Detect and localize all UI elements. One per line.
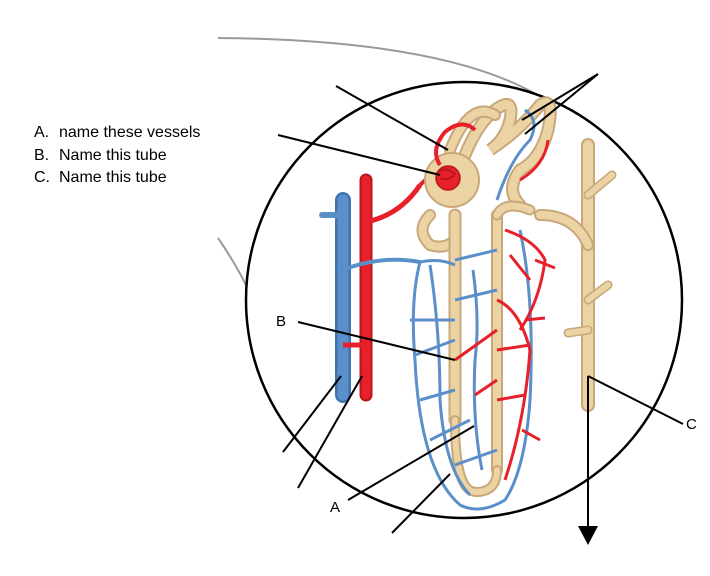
legend-text-a: name these vessels xyxy=(59,124,201,141)
label-a: A xyxy=(330,499,341,516)
pointer-line-4 xyxy=(524,73,599,135)
renal-tubule xyxy=(416,96,557,498)
legend-letter-b: B. xyxy=(34,146,50,164)
pointer-line-3 xyxy=(521,73,599,121)
pointer-line-1 xyxy=(335,85,449,151)
pointer-line-5 xyxy=(282,375,342,453)
pointer-line-7 xyxy=(391,473,451,534)
collecting-duct xyxy=(534,138,617,412)
pointer-lines xyxy=(277,73,684,534)
pointer-line-2 xyxy=(277,134,441,176)
pointer-line-b xyxy=(297,321,456,361)
legend-letter-a: A. xyxy=(34,124,50,141)
pointer-line-c xyxy=(587,375,684,425)
label-b: B xyxy=(276,313,287,330)
glomerulus xyxy=(424,122,480,208)
pointer-line-a xyxy=(347,425,475,501)
legend-item-a: A. name these vessels xyxy=(34,122,200,145)
pointer-line-6 xyxy=(297,375,363,489)
legend-item-c: C. Name this tube xyxy=(34,167,200,190)
legend-text-b: Name this tube xyxy=(59,146,167,164)
question-legend: A. name these vessels B. Name this tube C.… xyxy=(34,122,200,190)
label-c: C xyxy=(686,416,697,433)
magnifier-circle xyxy=(244,80,684,520)
capillary-network xyxy=(410,108,556,511)
renal-vessels xyxy=(319,173,442,403)
legend-letter-c: C. xyxy=(34,169,50,186)
arrow-head-icon xyxy=(578,526,598,545)
legend-item-b: B. Name this tube xyxy=(34,145,200,168)
legend-text-c: Name this tube xyxy=(59,169,167,186)
